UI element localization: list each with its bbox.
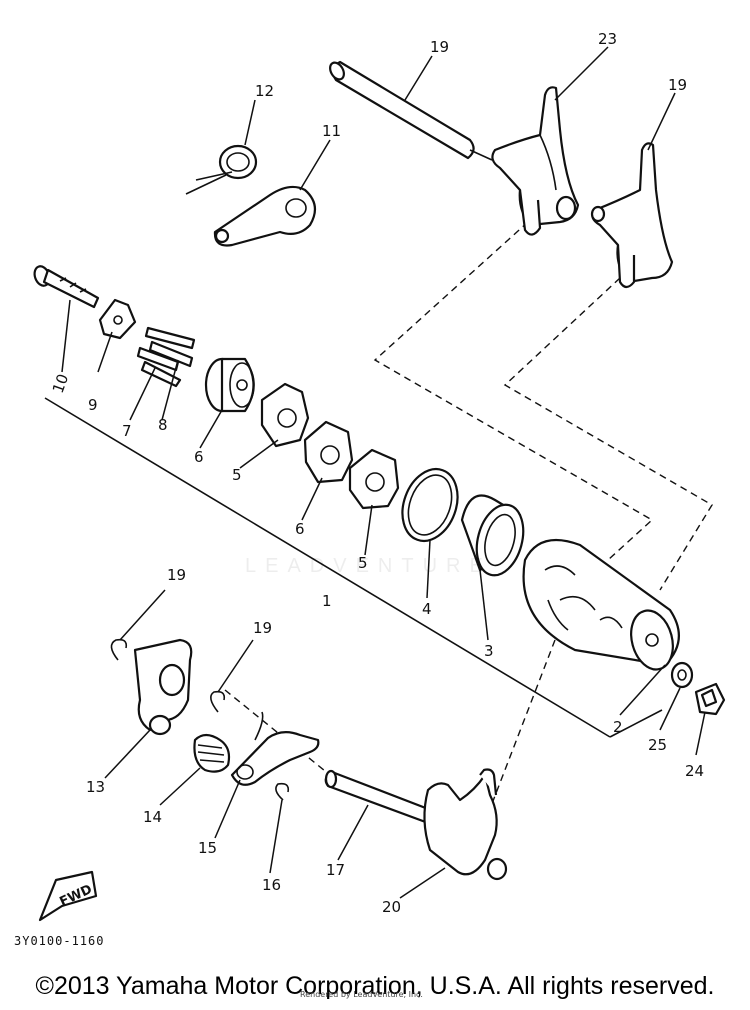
label-6: 6 <box>295 520 305 538</box>
part-12-stopper-lever <box>213 185 317 247</box>
part-number-labels: 12 11 19 23 19 10 9 7 8 6 5 6 5 1 4 3 2 … <box>49 30 704 916</box>
part-19-circlip-a <box>110 638 128 661</box>
label-19b: 19 <box>253 619 272 637</box>
part-9-pins <box>144 326 196 368</box>
label-9: 8 <box>158 416 168 434</box>
part-22-shift-fork <box>423 768 508 881</box>
part-20-guide-bar <box>329 60 493 161</box>
part-5-plate-lower <box>348 448 400 510</box>
part-5-plate-upper <box>260 382 310 448</box>
label-7: 6 <box>194 448 204 466</box>
label-23: 23 <box>598 30 617 48</box>
copyright-footer: ©2013 Yamaha Motor Corporation, U.S.A. A… <box>35 972 715 1000</box>
fwd-arrow-icon: FWD <box>38 870 98 922</box>
label-12: 11 <box>322 122 341 140</box>
label-5b: 5 <box>358 554 368 572</box>
label-25: 25 <box>648 736 667 754</box>
part-6-plate <box>303 420 354 484</box>
part-11-screw <box>33 265 100 309</box>
part-3-bearing <box>460 494 525 577</box>
drawing-code: 3Y0100-1160 <box>14 934 105 948</box>
label-22: 20 <box>382 898 401 916</box>
part-10-segment <box>98 298 137 340</box>
assembly-axis-line <box>44 397 663 738</box>
label-4: 4 <box>422 600 432 618</box>
alignment-dashes <box>224 221 713 841</box>
label-3: 3 <box>484 642 494 660</box>
label-17: 16 <box>262 876 281 894</box>
part-14-shift-arm <box>133 638 193 736</box>
part-23-shift-fork <box>491 86 580 236</box>
label-21: 19 <box>668 76 687 94</box>
label-13: 12 <box>255 82 274 100</box>
part-17-circlip <box>275 782 290 801</box>
label-8: 7 <box>122 422 132 440</box>
label-16: 15 <box>198 839 217 857</box>
watermark: LEADVENTURE <box>245 555 492 577</box>
label-18: 17 <box>326 861 345 879</box>
label-10: 9 <box>88 396 98 414</box>
part-25-washer <box>670 661 694 689</box>
label-1: 1 <box>322 592 332 610</box>
label-11: 10 <box>49 371 72 395</box>
label-14: 13 <box>86 778 105 796</box>
render-credit: Rendered by LeadVenture, Inc. <box>300 990 423 999</box>
label-20: 19 <box>430 38 449 56</box>
part-15-spring <box>193 733 231 773</box>
part-4-circlip <box>401 468 459 542</box>
part-13-torsion-spring <box>185 144 258 195</box>
part-16-lever <box>230 711 320 786</box>
part-24-bolt <box>694 682 726 716</box>
label-15: 14 <box>143 808 162 826</box>
part-19-circlip-b <box>210 690 226 713</box>
exploded-parts-diagram: FWD 12 11 19 23 19 10 <box>33 30 726 922</box>
leader-lines <box>61 46 706 899</box>
part-2-shift-drum <box>522 538 680 671</box>
label-2: 2 <box>613 718 623 736</box>
part-7-drum-segment <box>204 357 255 413</box>
label-24: 24 <box>685 762 704 780</box>
label-5a: 5 <box>232 466 242 484</box>
label-19a: 19 <box>167 566 186 584</box>
part-21-shift-fork <box>590 142 674 289</box>
